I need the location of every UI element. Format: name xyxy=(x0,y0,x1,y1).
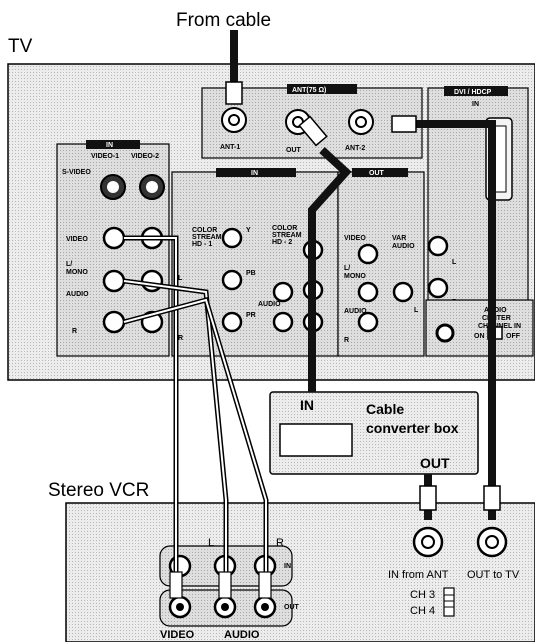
var-l-label: L xyxy=(414,307,419,314)
l-mono-label-a: L/ xyxy=(66,261,72,268)
box-out-label: OUT xyxy=(420,455,450,471)
center-channel-group: L R AUDIO CENTER CHANNEL IN ON OFF xyxy=(425,235,534,357)
ant2-label: ANT-2 xyxy=(345,145,365,152)
off-label: OFF xyxy=(506,333,521,340)
out-mid-label: OUT xyxy=(369,170,385,177)
output-group: OUT VIDEO VAR AUDIO L/ MONO AUDIO R L xyxy=(337,168,425,357)
dvi-audio-r-jack xyxy=(427,277,449,299)
dvi-audio-l-jack xyxy=(427,235,449,257)
dvi-audio-l-label: L xyxy=(452,259,457,266)
audio-r-label: R xyxy=(72,328,77,335)
cs-r-label: R xyxy=(178,335,183,342)
l-mono-label-b: MONO xyxy=(66,269,88,276)
cs1-y-label: Y xyxy=(246,227,251,234)
cable-label-b: converter box xyxy=(366,420,459,436)
video-input-group: IN VIDEO-1 VIDEO-2 S-VIDEO VIDEO L/ MONO… xyxy=(56,140,170,357)
vcr-rear-panel xyxy=(65,502,535,642)
tv-label: TV xyxy=(8,36,33,57)
out-l-mono-b: MONO xyxy=(344,273,366,280)
out-video-jack xyxy=(357,243,379,265)
channel-switch xyxy=(443,587,455,617)
ant1-label: ANT-1 xyxy=(220,144,240,151)
dvi-hdcp-label: DVI / HDCP xyxy=(454,89,492,96)
cable-converter-box: IN Cable converter box OUT xyxy=(269,391,479,475)
cs-audio-r-jack xyxy=(272,311,294,333)
from-cable-label: From cable xyxy=(176,10,271,31)
var-audio-label-b: AUDIO xyxy=(392,243,415,250)
cs1-label-b: STREAM xyxy=(192,234,222,241)
cs1-label-c: HD - 1 xyxy=(192,241,212,248)
video-in-label: VIDEO xyxy=(66,236,88,243)
out-l-mono-a: L/ xyxy=(344,265,350,272)
video1-label: VIDEO-1 xyxy=(91,153,119,160)
cs2-label-b: STREAM xyxy=(272,232,302,239)
ch3-label: CH 3 xyxy=(410,589,435,601)
ant-group-label: ANT(75 Ω) xyxy=(292,87,326,94)
out-audio-r-jack xyxy=(357,311,379,333)
ant-out-label: OUT xyxy=(286,147,302,154)
video2-label: VIDEO-2 xyxy=(131,153,159,160)
box-display xyxy=(279,423,353,457)
out-audio-label: AUDIO xyxy=(344,308,367,315)
vcr-l-label: L xyxy=(208,537,214,549)
vcr-video-label: VIDEO xyxy=(160,629,195,641)
cs1-pr-jack xyxy=(221,311,243,333)
in-left-label: IN xyxy=(106,142,113,149)
cs1-pb-jack xyxy=(221,269,243,291)
in-mid-label: IN xyxy=(251,170,258,177)
cs-l-label: L xyxy=(178,275,183,282)
vcr-audio-label: AUDIO xyxy=(224,629,260,641)
cable-label-a: Cable xyxy=(366,401,404,417)
cs-audio-label: AUDIO xyxy=(258,301,281,308)
cs1-pb-label: PB xyxy=(246,270,256,277)
cable-ant-out-to-box xyxy=(308,147,352,392)
vcr-out-label: OUT xyxy=(284,604,300,611)
cable-vcr-to-ant2 xyxy=(412,120,496,520)
vcr-rf-connectors: IN from ANT OUT to TV CH 3 CH 4 xyxy=(388,526,520,617)
audio-r-jack-1 xyxy=(102,310,126,334)
out-r-label: R xyxy=(344,337,349,344)
cs2-label-c: HD - 2 xyxy=(272,239,292,246)
dvi-in-label: IN xyxy=(472,101,479,108)
ch4-label: CH 4 xyxy=(410,605,435,617)
vcr-r-label: R xyxy=(276,537,284,549)
on-label: ON xyxy=(474,333,485,340)
s-video-label: S-VIDEO xyxy=(62,169,91,176)
vcr-in-label: IN xyxy=(284,563,291,570)
stereo-vcr-label: Stereo VCR xyxy=(48,480,149,501)
out-audio-l-jack xyxy=(357,281,379,303)
cables xyxy=(123,30,501,599)
cs-audio-l-jack xyxy=(272,281,294,303)
out-to-tv-label: OUT to TV xyxy=(467,569,520,581)
in-from-ant-label: IN from ANT xyxy=(388,569,449,581)
cs1-label-a: COLOR xyxy=(192,227,217,234)
out-video-label: VIDEO xyxy=(344,235,366,242)
var-audio-l-jack xyxy=(392,281,414,303)
audio-l-jack-1 xyxy=(102,269,126,293)
cs1-y-jack xyxy=(221,227,243,249)
cs1-pr-label: PR xyxy=(246,312,256,319)
box-in-label: IN xyxy=(300,397,314,413)
center-channel-jack xyxy=(435,323,455,343)
audio-center-label-b: CENTER xyxy=(482,315,511,322)
cs2-label-a: COLOR xyxy=(272,225,297,232)
video1-jack xyxy=(102,226,126,250)
audio-in-label: AUDIO xyxy=(66,291,89,298)
var-audio-label-a: VAR xyxy=(392,235,406,242)
